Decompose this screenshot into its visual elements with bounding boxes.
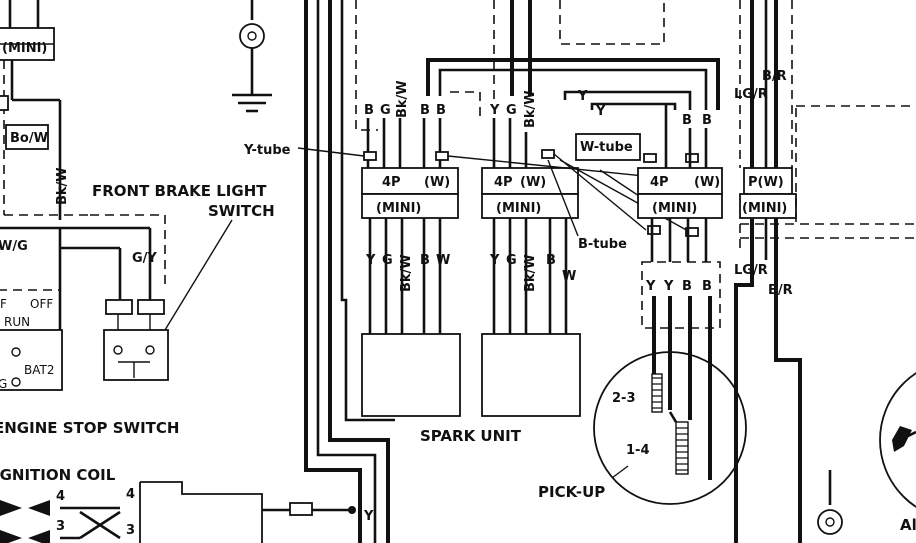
switch-off: OFF	[30, 297, 53, 311]
svg-text:3: 3	[56, 519, 65, 534]
ignition-coil	[139, 481, 263, 543]
svg-text:B: B	[436, 103, 446, 118]
wire-label-bo-w: Bo/W	[10, 131, 48, 146]
svg-text:Bk/W: Bk/W	[523, 90, 538, 128]
svg-text:4: 4	[126, 487, 135, 502]
main-harness	[304, 0, 395, 543]
svg-text:4: 4	[56, 489, 65, 504]
svg-text:Y: Y	[577, 89, 588, 104]
svg-text:4P: 4P	[650, 175, 669, 190]
switch-run: RUN	[4, 315, 30, 329]
svg-text:(W): (W)	[694, 175, 720, 190]
connector-b: Y G Bk/W 4P (W) (MINI) Y G Bk/W B W	[481, 90, 579, 336]
svg-text:G: G	[382, 253, 393, 268]
switch-off-left: F	[0, 297, 7, 311]
svg-text:G: G	[380, 103, 391, 118]
svg-text:(W): (W)	[424, 175, 450, 190]
pick-up-circle	[593, 351, 747, 505]
pickup-coil-2-3: 2-3	[612, 391, 636, 406]
svg-text:Y: Y	[595, 104, 606, 119]
svg-text:(W): (W)	[520, 175, 546, 190]
wire-label-g-y: G/Y	[132, 251, 157, 266]
bat2-label: BAT2	[24, 363, 54, 377]
svg-text:B: B	[420, 103, 430, 118]
pick-up-label: PICK-UP	[538, 483, 605, 501]
svg-text:B: B	[364, 103, 374, 118]
brake-switch-label-2: SWITCH	[208, 202, 275, 220]
connector-c-upper	[637, 167, 723, 195]
svg-text:B: B	[682, 279, 692, 294]
svg-text:4P: 4P	[494, 175, 513, 190]
svg-text:P(W): P(W)	[748, 175, 784, 190]
svg-text:3: 3	[126, 523, 135, 538]
tubes: Y-tube B-tube	[243, 143, 699, 252]
engine-stop-switch	[0, 329, 63, 391]
pickup-coil-1-4: 1-4	[626, 443, 650, 458]
connector-a-lower	[361, 193, 459, 219]
svg-text:4P: 4P	[382, 175, 401, 190]
wire-label-lg-r-top: LG/R	[734, 87, 768, 102]
top-left-connector-label: (MINI)	[2, 41, 47, 56]
y-tube-label: Y-tube	[243, 143, 291, 158]
upper-wiring: Y Y W-tube	[355, 0, 720, 161]
cut-edge-label: Al	[900, 516, 916, 534]
wire-label-bk-w-left: Bk/W	[55, 167, 70, 205]
connector-c-lower	[637, 193, 723, 219]
svg-text:B: B	[682, 113, 692, 128]
svg-text:Y: Y	[489, 103, 500, 118]
wire-label-w-g: W/G	[0, 239, 28, 254]
svg-text:Y: Y	[363, 509, 374, 524]
spark-unit-box-right	[481, 333, 581, 417]
w-tube-label: W-tube	[580, 140, 633, 155]
p-w-connector-lower	[739, 193, 797, 219]
svg-text:B: B	[702, 279, 712, 294]
svg-text:(MINI): (MINI)	[496, 201, 541, 216]
wire-label-b-r-top: B/R	[762, 69, 787, 84]
svg-text:W: W	[436, 253, 450, 268]
front-brake-light-switch	[103, 329, 169, 381]
svg-text:(MINI): (MINI)	[376, 201, 421, 216]
spark-unit-label: SPARK UNIT	[420, 427, 522, 445]
svg-text:Y: Y	[663, 279, 674, 294]
svg-text:G: G	[506, 103, 517, 118]
spark-unit-box-left	[361, 333, 461, 417]
spark-unit: SPARK UNIT	[361, 333, 581, 445]
bo-w-connector	[5, 124, 49, 150]
svg-text:W: W	[562, 269, 576, 284]
svg-text:(MINI): (MINI)	[742, 201, 787, 216]
alternator-circle	[879, 372, 916, 508]
right-wiring: B/R LG/R P(W) (MINI) LG/R B/R Al	[734, 0, 916, 543]
svg-text:Bk/W: Bk/W	[395, 80, 410, 118]
svg-text:B: B	[702, 113, 712, 128]
p-w-connector-upper	[743, 167, 793, 195]
engine-stop-switch-label: ENGINE STOP SWITCH	[0, 419, 179, 437]
svg-text:Y: Y	[645, 279, 656, 294]
brake-switch-label-1: FRONT BRAKE LIGHT	[92, 182, 267, 200]
left-wiring: (MINI) Bo/W Bk/W W/G G/Y FRONT	[0, 0, 374, 543]
connector-a-upper	[361, 167, 459, 195]
b-tube-label: B-tube	[578, 237, 627, 252]
svg-text:G: G	[506, 253, 517, 268]
wire-label-b-r-bottom: B/R	[768, 283, 793, 298]
pick-up: 2-3 1-4 PICK-UP	[538, 351, 747, 505]
connector-a: B G Bk/W B B 4P (W) (MINI) Y G Bk/W B W	[361, 80, 459, 336]
connector-b-upper	[481, 167, 579, 195]
ignition-coil-label: IGNITION COIL	[0, 466, 116, 484]
connector-b-lower	[481, 193, 579, 219]
terminal-g-label: G	[0, 377, 7, 391]
svg-text:(MINI): (MINI)	[652, 201, 697, 216]
w-tube-box	[575, 133, 641, 161]
connector-c: B B 4P (W) (MINI) Y Y B B	[637, 104, 723, 480]
